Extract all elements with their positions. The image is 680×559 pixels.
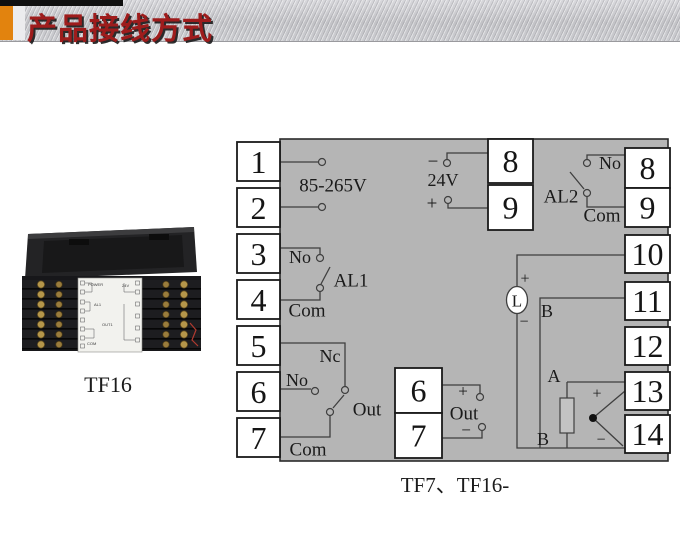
banner-black-strip bbox=[0, 0, 123, 6]
label-tc-plus: + bbox=[592, 386, 601, 403]
label-24v-minus: − bbox=[428, 152, 439, 173]
label-power: 85-265V bbox=[299, 176, 367, 197]
thermocouple-junction-dot bbox=[589, 414, 597, 422]
terminals-mid-top: 8 9 bbox=[487, 138, 534, 231]
label-l-minus: − bbox=[519, 314, 528, 331]
terminal-r10: 10 bbox=[624, 234, 671, 274]
terminal-3-label: 3 bbox=[251, 236, 267, 272]
terminals-right: 8 9 10 11 12 13 14 bbox=[624, 147, 671, 454]
device-label: POWER 24V AL1 OUT1 COM bbox=[77, 277, 143, 353]
label-24v: 24V bbox=[428, 170, 459, 190]
terminals-left: 1 2 3 4 5 6 7 bbox=[236, 141, 281, 458]
terminal-r12-label: 12 bbox=[632, 328, 664, 364]
terminal-2-label: 2 bbox=[251, 190, 267, 226]
terminal-1: 1 bbox=[236, 141, 281, 182]
label-b-top: B bbox=[541, 301, 553, 321]
l-source-icon bbox=[505, 285, 529, 315]
terminal-r9-label: 9 bbox=[640, 190, 656, 226]
label-l-plus: + bbox=[520, 271, 529, 288]
terminal-4-label: 4 bbox=[251, 282, 267, 318]
device-mini-out1: OUT1 bbox=[102, 322, 113, 327]
banner-orange-accent bbox=[0, 6, 13, 40]
terminal-7-label: 7 bbox=[251, 420, 267, 456]
terminal-7: 7 bbox=[236, 417, 281, 458]
terminal-4: 4 bbox=[236, 279, 281, 320]
terminal-r14: 14 bbox=[624, 414, 671, 454]
label-relay-nc: Nc bbox=[320, 346, 341, 366]
terminal-r8: 8 bbox=[624, 147, 671, 189]
label-al1-com: Com bbox=[289, 301, 326, 322]
page-title: 产品接线方式 bbox=[27, 13, 213, 46]
label-al1: AL1 bbox=[334, 271, 369, 292]
wiring-diagram: 1 2 3 4 5 6 7 8 9 10 11 12 13 14 8 9 6 7… bbox=[236, 138, 671, 462]
device-mini-com: COM bbox=[87, 341, 96, 346]
terminal-m7-label: 7 bbox=[411, 418, 427, 454]
diagram-panel bbox=[279, 138, 669, 462]
terminal-m8: 8 bbox=[487, 138, 534, 184]
terminal-m6-label: 6 bbox=[411, 373, 427, 409]
device-caption: TF16 bbox=[84, 372, 132, 397]
device-mini-power: POWER bbox=[88, 282, 103, 287]
terminal-r12: 12 bbox=[624, 326, 671, 366]
terminal-m9-label: 9 bbox=[503, 190, 519, 226]
terminal-2: 2 bbox=[236, 187, 281, 228]
label-al2: AL2 bbox=[544, 187, 579, 208]
terminal-5: 5 bbox=[236, 325, 281, 366]
terminal-5-label: 5 bbox=[251, 328, 267, 364]
terminal-m9: 9 bbox=[487, 184, 534, 231]
terminal-r11: 11 bbox=[624, 281, 671, 321]
device-mini-al1: AL1 bbox=[94, 302, 102, 307]
terminal-r10-label: 10 bbox=[632, 236, 664, 272]
label-tc-minus: − bbox=[596, 432, 605, 449]
label-out-minus: − bbox=[461, 421, 471, 440]
banner-accent-gap bbox=[13, 6, 25, 40]
label-24v-plus: + bbox=[427, 194, 438, 215]
header-banner: 产品接线方式 bbox=[0, 0, 680, 46]
device-mini-24v: 24V bbox=[122, 283, 129, 288]
wires bbox=[280, 152, 626, 449]
terminal-m6: 6 bbox=[394, 367, 443, 414]
label-out: Out bbox=[450, 404, 479, 425]
diagram-caption: TF7、TF16- bbox=[400, 473, 510, 497]
device-photo: POWER 24V AL1 OUT1 COM bbox=[22, 227, 201, 353]
terminal-r11-label: 11 bbox=[632, 283, 663, 319]
terminal-6: 6 bbox=[236, 371, 281, 412]
contact-points bbox=[310, 157, 592, 432]
terminal-m8-label: 8 bbox=[503, 143, 519, 179]
terminals-mid-bottom: 6 7 bbox=[394, 367, 443, 459]
terminal-6-label: 6 bbox=[251, 374, 267, 410]
terminal-r8-label: 8 bbox=[640, 150, 656, 186]
terminal-r13-label: 13 bbox=[632, 373, 664, 409]
label-relay-no: No bbox=[286, 370, 308, 390]
label-a: A bbox=[548, 366, 561, 386]
label-out-plus: + bbox=[458, 382, 468, 401]
terminal-r13: 13 bbox=[624, 371, 671, 411]
terminal-3: 3 bbox=[236, 233, 281, 274]
label-al1-no: No bbox=[289, 247, 311, 267]
terminal-r14-label: 14 bbox=[632, 416, 664, 452]
terminal-r9: 9 bbox=[624, 187, 671, 228]
terminal-1-label: 1 bbox=[251, 144, 267, 180]
label-relay-out: Out bbox=[353, 400, 382, 421]
label-b-bottom: B bbox=[537, 429, 549, 449]
diagram-labels: 85-265V 24V − + No AL1 Com Nc No Out Com… bbox=[286, 152, 621, 461]
rtd-resistor bbox=[559, 397, 575, 434]
label-al2-com: Com bbox=[584, 206, 621, 227]
terminal-m7: 7 bbox=[394, 412, 443, 459]
label-l: L bbox=[512, 292, 522, 311]
device-red-wire bbox=[189, 322, 199, 347]
label-relay-com: Com bbox=[290, 440, 327, 461]
label-al2-no: No bbox=[599, 153, 621, 173]
